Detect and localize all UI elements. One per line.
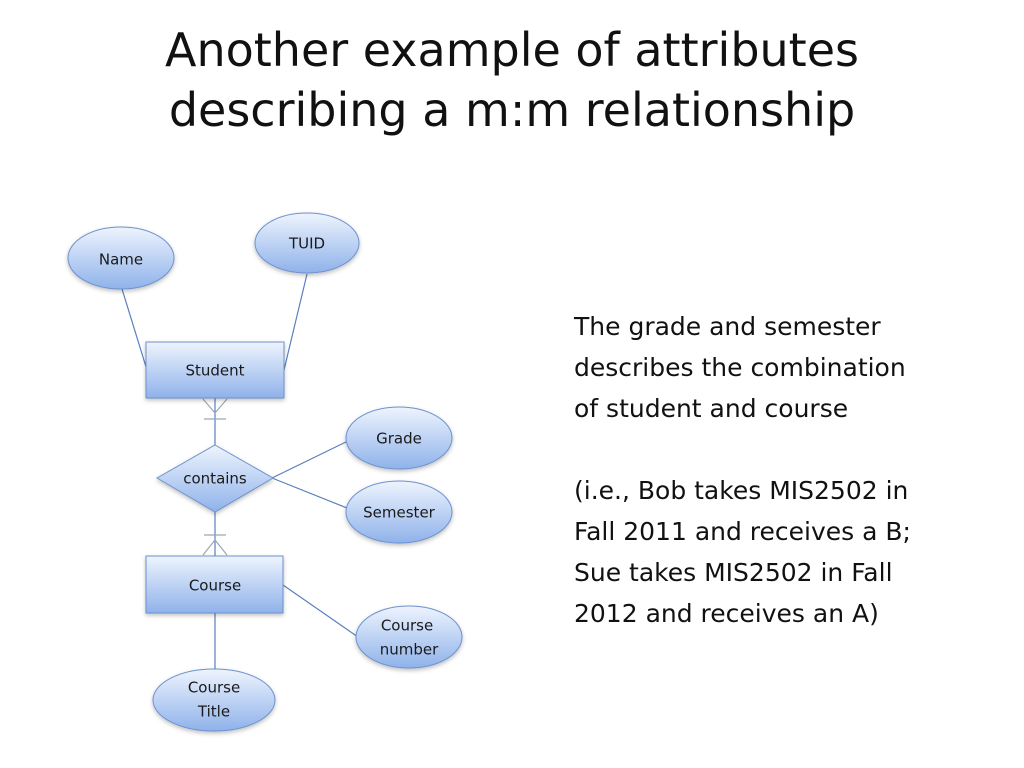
attribute-semester: Semester [345,480,453,544]
attribute-name: Name [67,226,175,290]
attribute-semester-label: Semester [363,504,436,522]
connector-tuid-student [283,273,308,371]
attribute-grade: Grade [345,406,453,470]
attribute-course-title-line-1: Course [188,679,240,697]
connector-contains-grade [271,439,351,479]
explanation-p1-line-3: of student and course [574,394,849,423]
connector-name-student [121,288,148,371]
attribute-course-number: Course number [355,605,463,669]
title-line-2: describing a m:m relationship [168,83,856,137]
title-line-1: Another example of attributes [165,23,859,77]
crows-foot-student [202,398,228,420]
explanation-p2-line-2: Fall 2011 and receives a B; [574,517,911,546]
connectors [121,273,359,672]
entity-student: Student [145,341,285,399]
relationship-contains-label: contains [183,470,247,488]
entity-course: Course [145,555,284,614]
explanation-text: The grade and semester describes the com… [574,306,1004,634]
attribute-course-number-line-2: number [380,641,439,659]
attribute-tuid: TUID [254,212,360,274]
attribute-name-label: Name [99,251,143,269]
explanation-p2-line-1: (i.e., Bob takes MIS2502 in [574,476,909,505]
connector-course-number [282,584,359,638]
entity-student-label: Student [185,362,244,380]
entity-course-label: Course [189,577,241,595]
connector-contains-semester [271,477,353,511]
attribute-grade-label: Grade [376,430,422,448]
explanation-p2-line-3: Sue takes MIS2502 in Fall [574,558,893,587]
explanation-p1-line-1: The grade and semester [574,312,881,341]
explanation-p1-line-2: describes the combination [574,353,906,382]
attribute-tuid-label: TUID [288,235,325,253]
slide-title: Another example of attributes describing… [0,20,1024,140]
crows-foot-course [202,534,228,556]
attribute-course-title-line-2: Title [197,703,230,721]
attribute-course-title: Course Title [152,668,276,732]
attribute-course-number-line-1: Course [381,617,433,635]
explanation-p2-line-4: 2012 and receives an A) [574,599,879,628]
paragraph-gap [574,429,1004,470]
relationship-contains: contains [156,444,274,513]
